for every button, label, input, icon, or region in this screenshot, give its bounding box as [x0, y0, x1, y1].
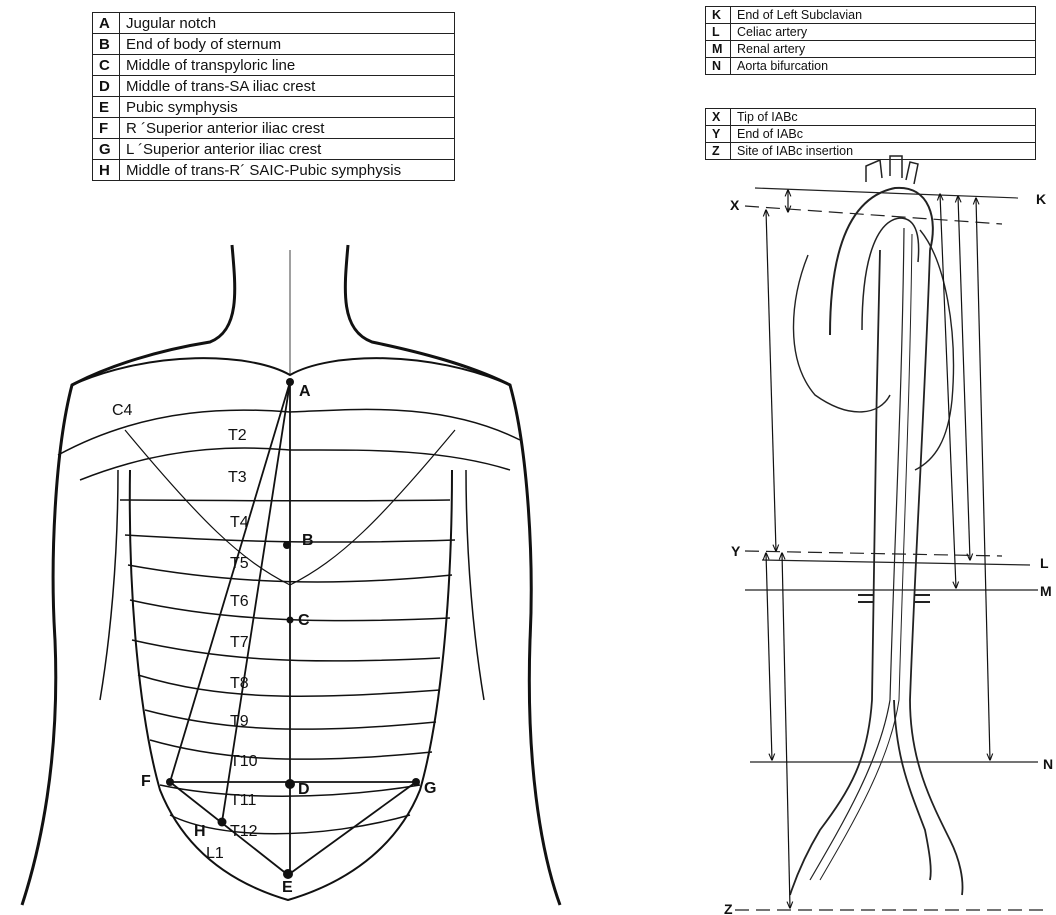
- renal-artery-stubs: [858, 595, 930, 602]
- marker-x-label: X: [730, 197, 740, 213]
- iliac-branch: [894, 700, 931, 880]
- catheter-inner: [820, 234, 912, 880]
- marker-m-label: M: [1040, 583, 1052, 599]
- marker-z-label: Z: [724, 901, 733, 915]
- measurement-arrows: [766, 190, 990, 908]
- marker-k-label: K: [1036, 191, 1046, 207]
- aorta-right-wall: [910, 250, 963, 895]
- heart-outline-right: [915, 230, 953, 470]
- marker-n-label: N: [1043, 756, 1053, 772]
- line-l: [762, 560, 1030, 565]
- marker-y-label: Y: [731, 543, 741, 559]
- aorta-left-wall: [790, 250, 880, 895]
- catheter: [810, 228, 904, 880]
- line-x: [745, 206, 1002, 224]
- marker-l-label: L: [1040, 555, 1049, 571]
- heart-outline: [793, 255, 890, 412]
- arch-vessels: [866, 156, 918, 184]
